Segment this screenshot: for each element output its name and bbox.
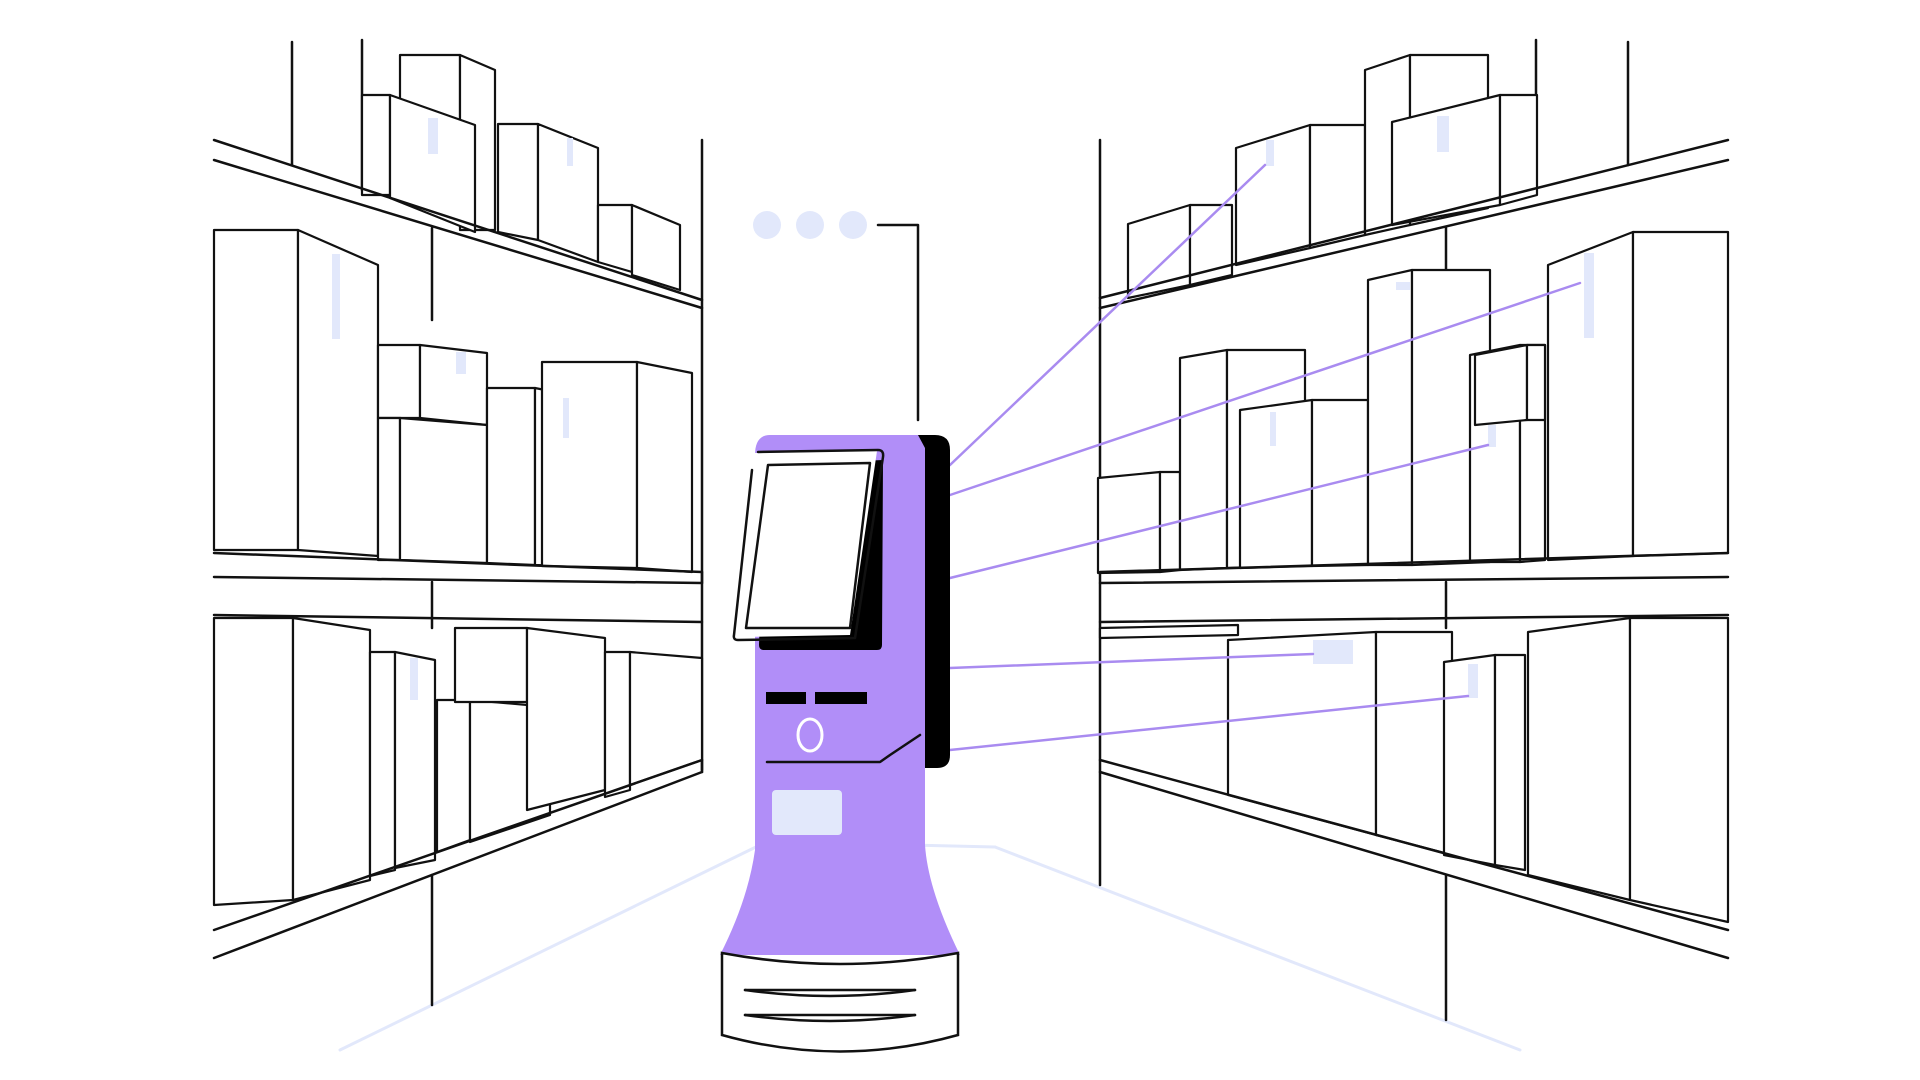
left-middle-boxes: [212, 228, 694, 574]
left-shelf-unit: [212, 38, 704, 1007]
right-middle-boxes: [1096, 230, 1730, 575]
card-slot-icon: [772, 790, 842, 835]
sensor-ring-icon: [796, 717, 824, 753]
left-bottom-boxes: [212, 616, 704, 907]
inventory-robot: [720, 435, 960, 1053]
right-top-boxes: [1126, 53, 1539, 300]
robot-vent-left: [766, 692, 806, 704]
scan-beams: [948, 163, 1582, 752]
left-top-boxes: [360, 53, 682, 292]
ellipsis-icon: [753, 211, 920, 422]
robot-vent-right: [815, 692, 867, 704]
right-shelf-unit: [1096, 38, 1730, 1022]
right-bottom-boxes: [1098, 616, 1730, 924]
